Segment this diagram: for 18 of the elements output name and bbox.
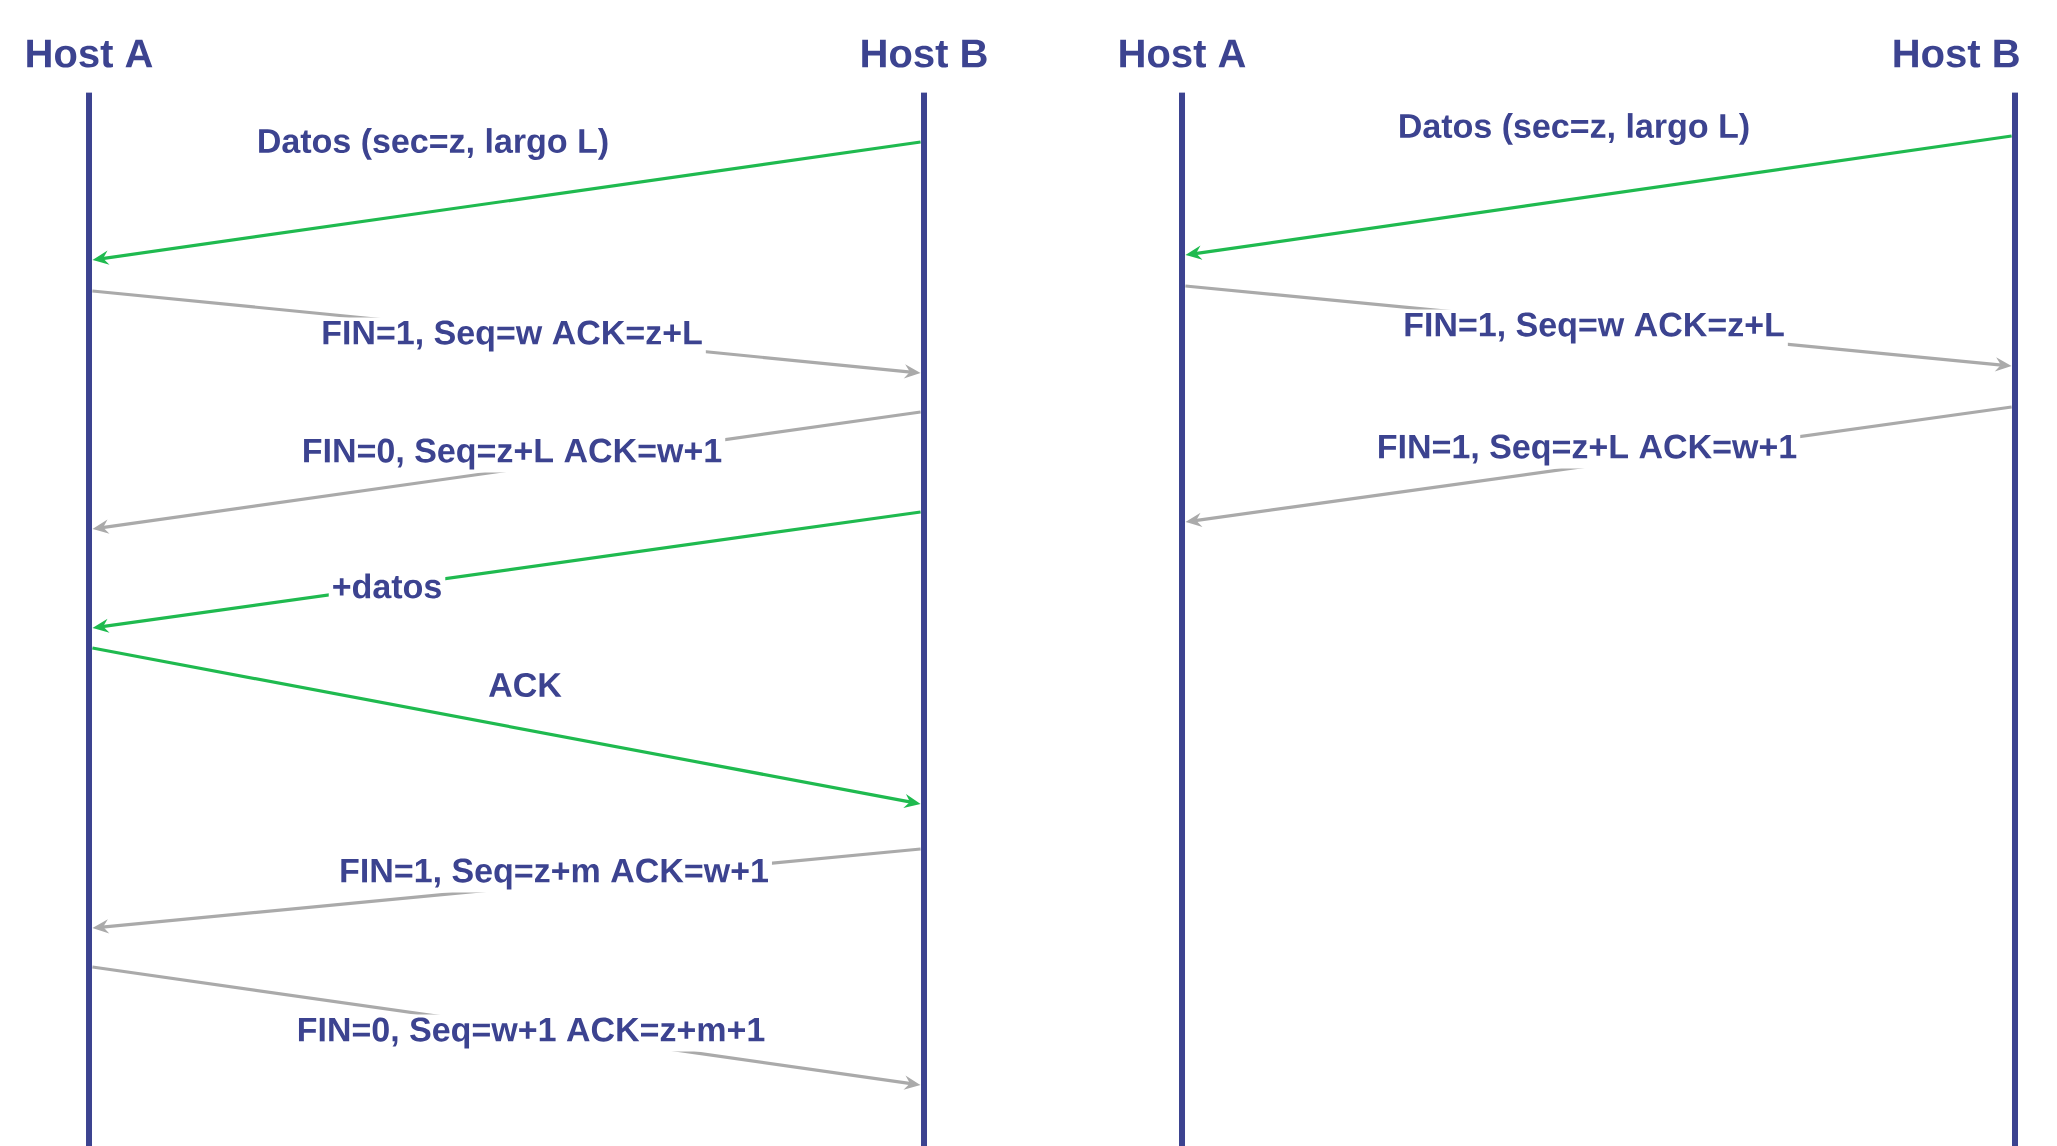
edge-label: ACK	[485, 669, 565, 701]
edge-label: Datos (sec=z, largo L)	[253, 125, 613, 163]
edge-label: FIN=0, Seq=w+1 ACK=z+m+1	[293, 1014, 769, 1052]
lifeline: Host B	[1894, 39, 2019, 1146]
lifeline: Host A	[1120, 39, 1246, 1146]
edge-label: +datos	[328, 570, 446, 602]
edge-label: Datos (sec=z, largo L)	[1394, 110, 1754, 148]
lifeline: Host A	[27, 39, 153, 1146]
edge-label: FIN=1, Seq=w ACK=z+L	[318, 317, 706, 355]
node-label: Host A	[1120, 39, 1246, 68]
edge-label: FIN=1, Seq=z+L ACK=w+1	[1373, 431, 1801, 469]
edge-label: FIN=0, Seq=z+L ACK=w+1	[298, 435, 726, 473]
edge-label: FIN=1, Seq=w ACK=z+L	[1400, 309, 1788, 347]
lifeline: Host B	[862, 39, 987, 1146]
node-label: Host A	[27, 39, 153, 68]
node-label: Host B	[862, 39, 987, 68]
node-label: Host B	[1894, 39, 2019, 68]
edge-label: FIN=1, Seq=z+m ACK=w+1	[336, 855, 772, 893]
